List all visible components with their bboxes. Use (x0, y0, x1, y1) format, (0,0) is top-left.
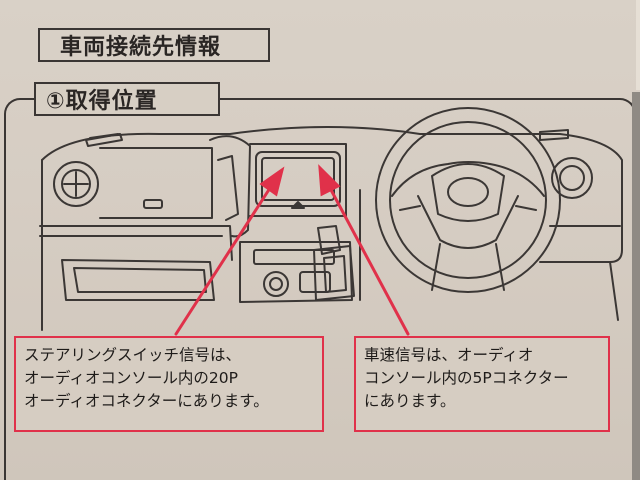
center-console (209, 135, 251, 238)
callout-steering-switch: ステアリングスイッチ信号は、 オーディオコンソール内の20P オーディオコネクタ… (14, 336, 324, 432)
subsection-title: ①取得位置 (34, 82, 220, 116)
page-edge-shadow (632, 92, 640, 480)
arrow-left (174, 166, 285, 336)
callout-right-line-2: コンソール内の5Pコネクター (364, 369, 569, 387)
vent-top-right (539, 129, 569, 141)
air-vent-right (551, 157, 593, 199)
section-title: 車両接続先情報 (38, 28, 270, 62)
callout-left-line-2: オーディオコンソール内の20P (24, 369, 238, 387)
callout-left-line-3: オーディオコネクターにあります。 (24, 392, 269, 410)
air-vent-left (53, 161, 99, 207)
steering-hub (431, 163, 505, 222)
steering-wheel (375, 107, 561, 293)
callout-left-line-1: ステアリングスイッチ信号は、 (24, 346, 242, 364)
arrow-right (318, 164, 410, 336)
callout-vehicle-speed: 車速信号は、オーディオ コンソール内の5Pコネクター にあります。 (354, 336, 610, 432)
audio-knob (263, 271, 289, 297)
gear-shifter (317, 225, 341, 255)
page-edge-top (636, 0, 640, 90)
callout-right-line-3: にあります。 (364, 392, 456, 410)
callout-right-line-1: 車速信号は、オーディオ (364, 346, 534, 364)
